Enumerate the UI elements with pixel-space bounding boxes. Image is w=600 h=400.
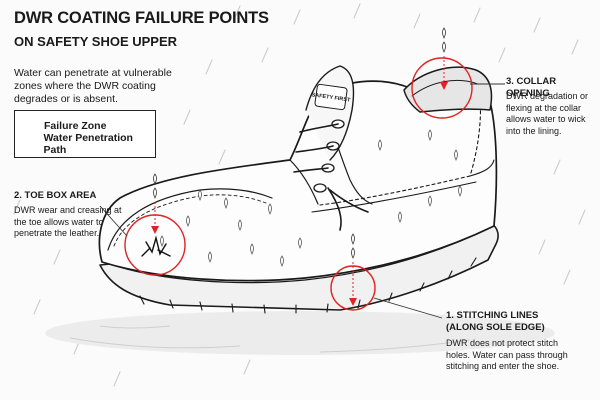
- page-title: DWR COATING FAILURE POINTS: [14, 9, 269, 28]
- callout-toe-box-body: DWR wear and creasing at the toe allows …: [14, 205, 126, 240]
- page-subtitle: ON SAFETY SHOE UPPER: [14, 34, 177, 49]
- legend: Failure Zone Water Penetration Path: [14, 110, 156, 158]
- callout-collar-body: DWR degradation or flexing at the collar…: [506, 91, 596, 137]
- callout-toe-box-title: 2. TOE BOX AREA: [14, 190, 134, 202]
- callout-stitching-body: DWR does not protect stitch holes. Water…: [446, 338, 574, 373]
- intro-text: Water can penetrate at vulnerable zones …: [14, 67, 172, 106]
- legend-item-water-path: Water Penetration Path: [21, 136, 155, 152]
- tongue-label: SAFETY FIRST: [311, 84, 351, 110]
- callout-stitching-title: 1. STITCHING LINES (ALONG SOLE EDGE): [446, 310, 576, 334]
- legend-label: Water Penetration Path: [44, 132, 156, 156]
- legend-label: Failure Zone: [44, 120, 106, 132]
